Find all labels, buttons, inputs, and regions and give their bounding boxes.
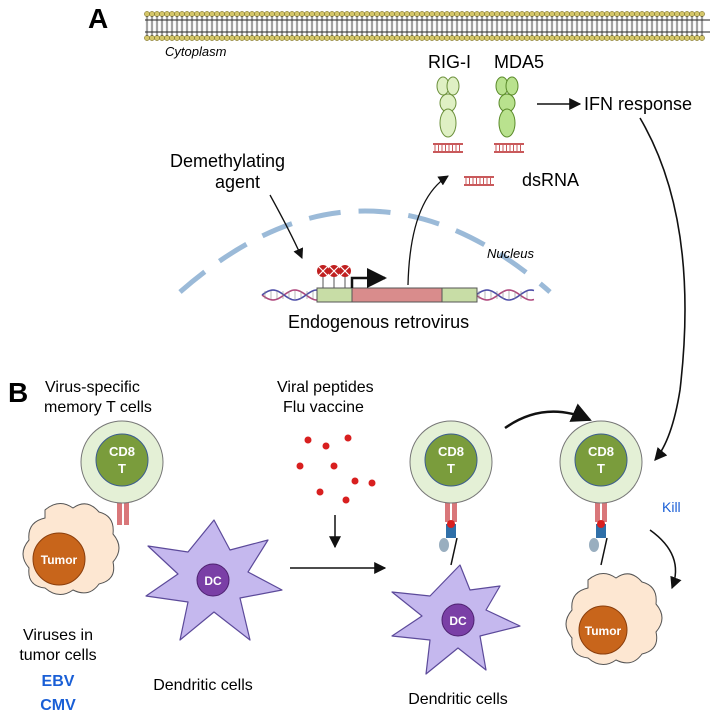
tcell-expansion-arrow bbox=[504, 403, 592, 430]
cell-membrane bbox=[144, 10, 710, 42]
mda5-label: MDA5 bbox=[494, 52, 544, 72]
tcell-effector: CD8 T bbox=[559, 420, 643, 522]
tcell-effector-cd8: CD8 bbox=[588, 444, 614, 459]
gene-ltr-right bbox=[441, 287, 478, 303]
viral-peptides bbox=[296, 434, 376, 504]
rigi-label: RIG-I bbox=[428, 52, 471, 72]
tumor-cell-right: Tumor bbox=[565, 573, 663, 665]
dc-right-label: DC bbox=[449, 614, 467, 628]
peptides-label-2: Flu vaccine bbox=[283, 399, 364, 416]
demethylating-arrow bbox=[269, 194, 304, 259]
tcell-activated: CD8 T bbox=[409, 420, 493, 522]
mhc-complex-right bbox=[589, 520, 608, 566]
demethylating-label-2: agent bbox=[215, 172, 260, 192]
tcell-memory-cd8: CD8 bbox=[109, 444, 135, 459]
peptides-label-1: Viral peptides bbox=[277, 379, 374, 396]
dsrna-label: dsRNA bbox=[522, 170, 579, 190]
viruses-label-2: tumor cells bbox=[19, 647, 96, 664]
viruses-label-1: Viruses in bbox=[23, 627, 93, 644]
mhc-complex-middle bbox=[439, 520, 458, 566]
transcript-export-arrow bbox=[407, 175, 449, 286]
tumor-cell-left: Tumor bbox=[22, 503, 120, 595]
tcell-activated-cd8: CD8 bbox=[438, 444, 464, 459]
dna-helix bbox=[261, 289, 535, 301]
dc-left-label: DC bbox=[204, 574, 222, 588]
panel-a-letter: A bbox=[88, 3, 108, 34]
dsrna-molecules bbox=[433, 143, 524, 186]
demethylating-label-1: Demethylating bbox=[170, 151, 285, 171]
nucleus-label: Nucleus bbox=[487, 246, 534, 261]
ifn-label: IFN response bbox=[584, 94, 692, 114]
cmv-label: CMV bbox=[40, 697, 76, 714]
tcell-activated-t: T bbox=[447, 461, 455, 476]
tumor-left-label: Tumor bbox=[41, 553, 78, 567]
panel-b-letter: B bbox=[8, 377, 28, 408]
dendritic-cell-left: DC bbox=[145, 519, 283, 641]
rigi-receptor bbox=[436, 76, 460, 138]
mda5-receptor bbox=[495, 76, 519, 138]
ifn-to-tcell-arrow bbox=[639, 117, 686, 461]
cytoplasm-label: Cytoplasm bbox=[165, 44, 227, 59]
tcell-memory-t: T bbox=[118, 461, 126, 476]
methylation-marks bbox=[316, 264, 352, 288]
tcell-effector-t: T bbox=[597, 461, 605, 476]
memory-label-1: Virus-specific bbox=[45, 379, 140, 396]
kill-label: Kill bbox=[662, 499, 681, 515]
ebv-label: EBV bbox=[42, 673, 75, 690]
tumor-right-label: Tumor bbox=[585, 624, 622, 638]
dendritic-label-right: Dendritic cells bbox=[408, 691, 508, 708]
gene-ltr-left bbox=[316, 287, 353, 303]
memory-label-2: memory T cells bbox=[44, 399, 152, 416]
dendritic-cell-right: DC bbox=[391, 564, 521, 675]
dendritic-label-left: Dendritic cells bbox=[153, 677, 253, 694]
nucleus-membrane bbox=[178, 208, 552, 294]
tcell-memory: CD8 T bbox=[80, 420, 164, 525]
kill-arrow bbox=[649, 529, 682, 590]
gene-body bbox=[351, 287, 443, 303]
retrovirus-label: Endogenous retrovirus bbox=[288, 312, 469, 332]
transcription-start-arrow bbox=[350, 268, 387, 288]
